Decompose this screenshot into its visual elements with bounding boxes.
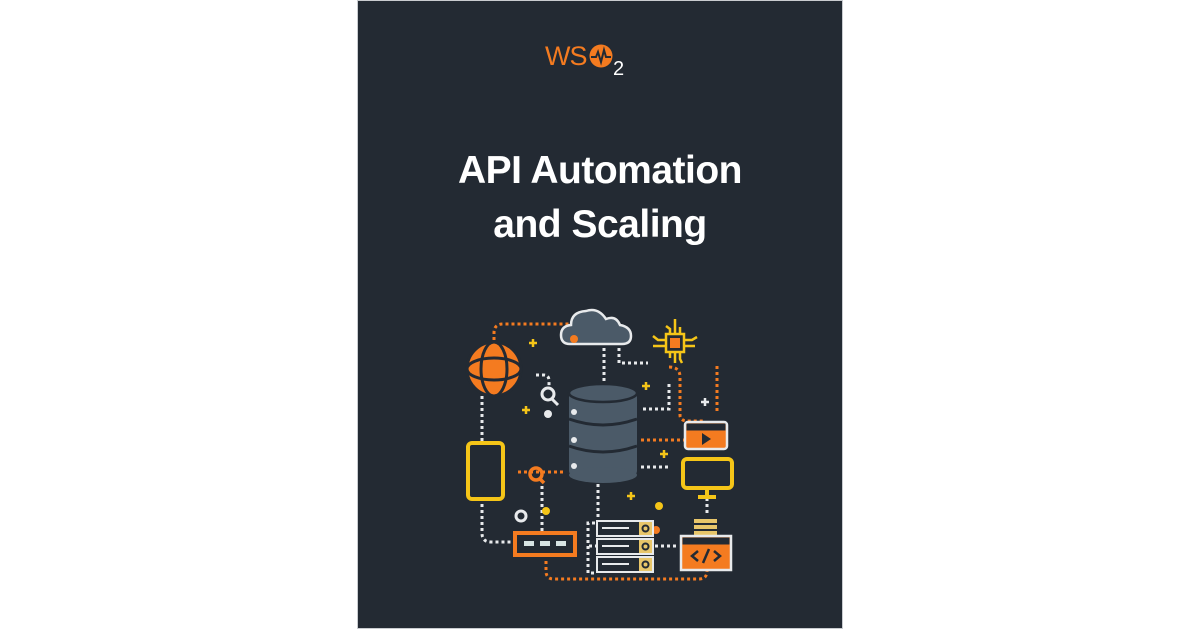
stacked-layers-icon (694, 519, 717, 535)
title-line-2: and Scaling (493, 203, 707, 246)
wso2-logo: WS 2 (358, 39, 842, 80)
svg-text:WS: WS (545, 41, 587, 71)
search-icon (540, 386, 560, 407)
dot-icon (570, 335, 578, 343)
network-illustration (465, 308, 734, 581)
code-window-icon (679, 534, 733, 572)
wso2-logo-mark: WS 2 (545, 41, 624, 80)
video-player-icon (683, 420, 729, 451)
monitor-icon (681, 457, 734, 499)
globe-icon (465, 340, 523, 398)
svg-text:2: 2 (613, 58, 624, 80)
server-rack-icon (596, 520, 654, 573)
cover-title: API Automation and Scaling (358, 144, 842, 252)
ring-dot-icon (514, 509, 528, 523)
tablet-icon (466, 441, 505, 501)
dot-icon (542, 507, 550, 515)
database-icon (567, 382, 639, 483)
location-pin-icon (528, 466, 546, 485)
plus-icons (522, 339, 709, 500)
dot-icon (655, 502, 663, 510)
title-line-1: API Automation (457, 149, 743, 192)
router-icon (513, 531, 577, 557)
ebook-cover: WS 2 API Automation and Scaling (358, 1, 842, 628)
chip-to-player-link (668, 365, 703, 423)
dot-icon (544, 410, 552, 418)
cloud-icon (559, 308, 633, 346)
chip-icon (652, 319, 698, 364)
